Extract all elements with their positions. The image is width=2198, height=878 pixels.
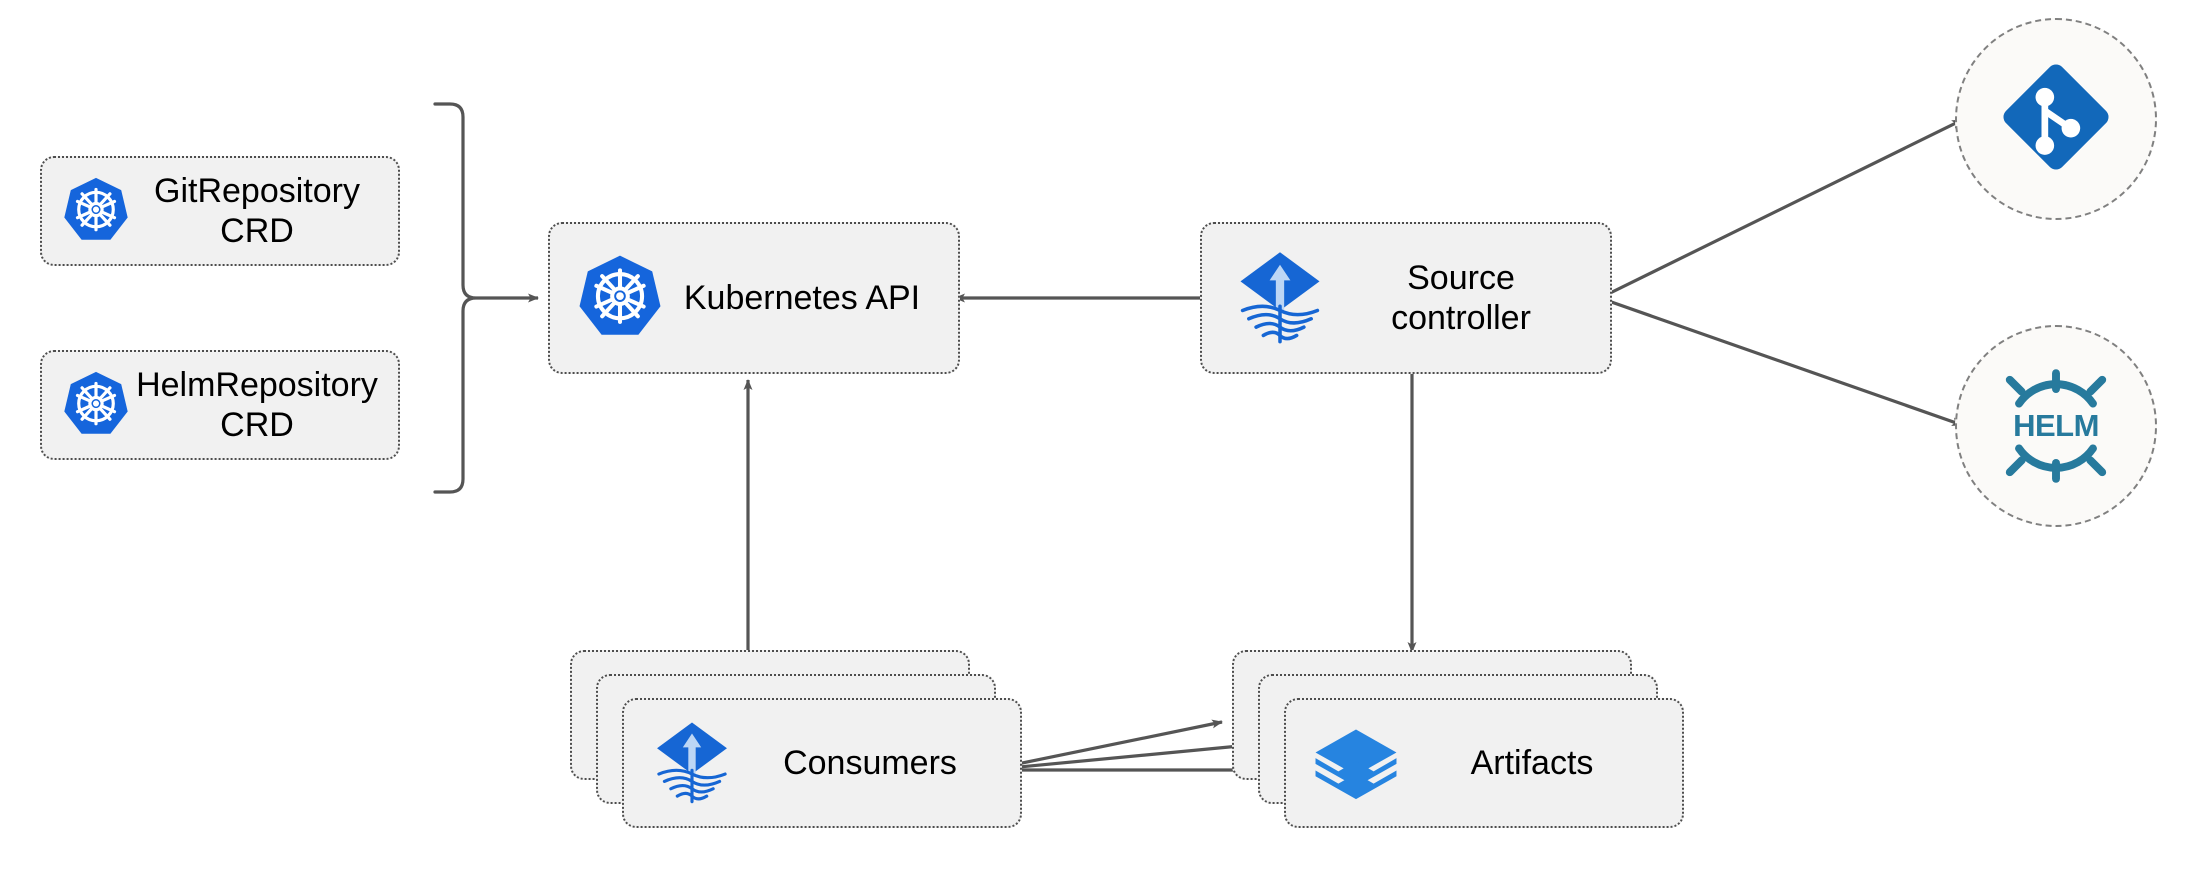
kubernetes-icon (60, 369, 132, 441)
helm-icon: HELM (1990, 360, 2122, 492)
node-label: Kubernetes API (683, 278, 921, 317)
node-helm-source[interactable]: HELM (1955, 325, 2157, 527)
layers-icon (1312, 719, 1400, 807)
node-helm-repository-crd[interactable]: HelmRepository CRD (40, 350, 400, 460)
node-label: GitRepository CRD (154, 171, 360, 250)
edge-source-controller-to-helm (1599, 296, 1963, 427)
edge-consumers-to-artifacts-1 (987, 719, 1223, 772)
node-label: Artifacts (1470, 743, 1594, 782)
node-label: HelmRepository CRD (136, 365, 378, 444)
node-artifacts[interactable]: Artifacts (1284, 698, 1684, 828)
kubernetes-icon (60, 175, 132, 247)
node-label: Source controller (1391, 258, 1531, 337)
node-source-controller[interactable]: Source controller (1200, 222, 1612, 374)
git-icon (1994, 55, 2118, 184)
crd-group-bracket (433, 102, 477, 494)
node-kubernetes-api[interactable]: Kubernetes API (548, 222, 960, 374)
node-git-source[interactable] (1955, 18, 2157, 220)
edge-source-controller-to-git (1599, 118, 1963, 300)
node-consumers[interactable]: Consumers (622, 698, 1022, 828)
node-label: Consumers (783, 743, 957, 782)
flux-icon (1228, 246, 1332, 350)
edge-consumers-to-artifacts-2 (987, 741, 1251, 772)
kubernetes-icon (574, 252, 666, 344)
helm-wordmark: HELM (2013, 408, 2099, 443)
flux-icon (646, 717, 738, 809)
node-git-repository-crd[interactable]: GitRepository CRD (40, 156, 400, 266)
